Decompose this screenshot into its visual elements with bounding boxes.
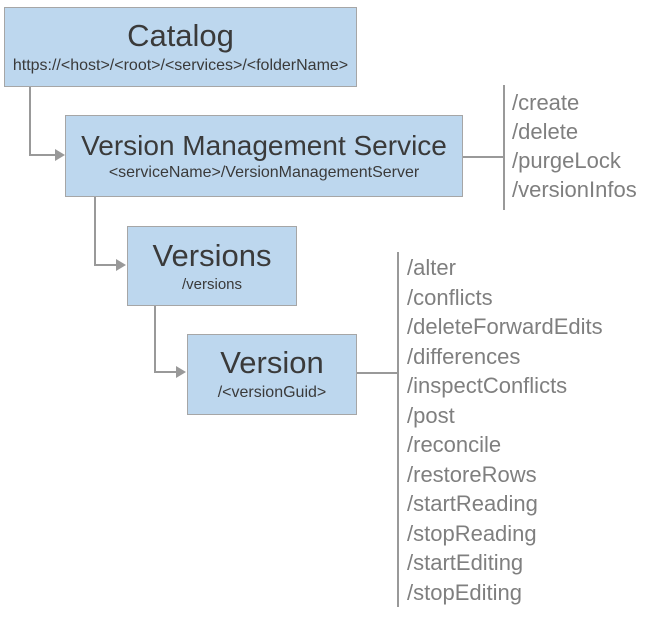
operation-item: /startEditing [407,550,524,575]
operation-item: /stopEditing [407,579,522,605]
version-management-service-node: Version Management Service <serviceName>… [65,115,463,197]
versions-node: Versions /versions [127,226,297,306]
connector-service-to-versions-vertical [94,197,96,265]
operation-item: /alter [407,255,456,280]
connector-version-to-operations [357,372,397,374]
operation-item: /purgeLock [512,148,621,173]
service-operations-bracket [503,85,505,210]
operation-item: /stopReading [407,520,537,546]
operation-item: /post [407,402,455,428]
versions-url-template: /versions [181,276,243,294]
service-url-template: <serviceName>/VersionManagementServer [108,163,420,181]
connector-versions-to-version-horizontal [154,371,177,373]
connector-catalog-to-service-horizontal [29,154,56,156]
service-operations-list: /create /delete /purgeLock /versionInfos [512,88,637,204]
catalog-node: Catalog https://<host>/<root>/<services>… [4,7,357,87]
operation-item: /startReading [407,491,538,516]
operation-item: /delete [512,119,579,144]
catalog-url-template: https://<host>/<root>/<services>/<folder… [12,56,349,74]
connector-service-to-operations [463,156,503,158]
connector-catalog-to-service-vertical [29,87,31,155]
operation-item: /versionInfos [512,177,637,202]
connector-service-to-versions-horizontal [94,264,117,266]
version-node: Version /<versionGuid> [187,334,357,415]
operation-item: /restoreRows [407,461,537,487]
arrowhead-to-versions [116,259,126,271]
version-operations-bracket [397,252,399,607]
versions-title: Versions [152,237,272,273]
arrowhead-to-service [55,149,65,161]
operation-item: /create [512,90,580,115]
operation-item: /inspectConflicts [407,373,568,398]
operation-item: /deleteForwardEdits [407,314,603,339]
operation-item: /conflicts [407,284,493,310]
version-url-template: /<versionGuid> [217,384,327,402]
version-title: Version [220,345,324,381]
operation-item: /reconcile [407,432,502,457]
service-title: Version Management Service [81,129,447,161]
arrowhead-to-version [176,366,186,378]
catalog-title: Catalog [127,17,234,53]
operation-item: /differences [407,343,521,369]
version-operations-list: /alter /conflicts /deleteForwardEdits /d… [407,253,603,607]
connector-versions-to-version-vertical [154,306,156,372]
